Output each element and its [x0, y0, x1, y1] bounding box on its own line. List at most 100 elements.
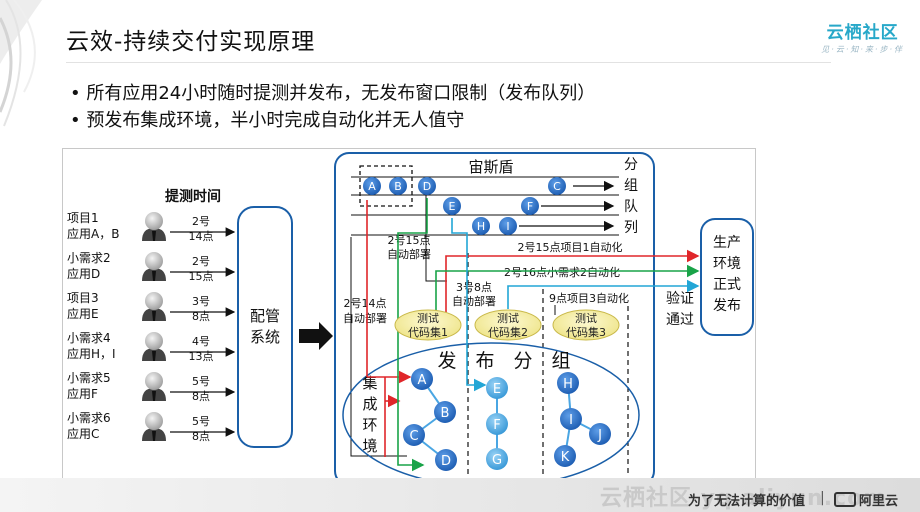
- queue-node: B: [389, 177, 407, 195]
- group-node-label: A: [418, 373, 427, 388]
- submit-time: 8点: [192, 310, 210, 323]
- group-node: J: [589, 423, 611, 445]
- title-divider: [66, 62, 831, 63]
- queue-node-label: B: [394, 180, 402, 193]
- automation-annotation: 2号16点小需求2自动化: [504, 265, 620, 279]
- test-code-set: 测试 代码集3: [552, 309, 620, 341]
- request-row: 小需求6 应用C 5号 8点: [67, 411, 236, 443]
- request-row: 小需求2 应用D 2号 15点: [67, 251, 236, 283]
- submit-time: 15点: [189, 270, 214, 283]
- queue-node: H: [472, 217, 490, 235]
- person-icon: [142, 372, 166, 401]
- queue-label-char: 队: [624, 199, 638, 215]
- group-node: H: [557, 372, 579, 394]
- request-name: 项目3: [67, 291, 99, 305]
- submit-day: 2号: [192, 255, 210, 268]
- group-node: B: [434, 401, 456, 423]
- person-icon: [142, 212, 166, 241]
- bullet-item: 预发布集成环境，半小时完成自动化并无人值守: [70, 107, 595, 134]
- deploy-annotation: 2号14点: [344, 297, 387, 310]
- group-node: I: [560, 408, 582, 430]
- batch-dashed-box: [359, 165, 413, 207]
- bracket-line: [425, 195, 447, 282]
- request-name: 小需求6: [67, 411, 111, 425]
- zeus-label: 宙斯盾: [468, 158, 513, 176]
- queue-node: E: [443, 197, 461, 215]
- group-node-label: D: [441, 454, 451, 469]
- env-label-char: 集: [362, 374, 377, 392]
- config-box-label: 系统: [250, 328, 280, 346]
- green-flow-line: [397, 198, 428, 472]
- code-set-label: 测试: [575, 312, 597, 325]
- submit-day: 5号: [192, 415, 210, 428]
- queue-node-label: A: [368, 180, 376, 193]
- request-name: 小需求4: [67, 331, 111, 345]
- submit-day: 3号: [192, 295, 210, 308]
- automation-annotation: 2号15点项目1自动化: [518, 240, 623, 254]
- code-set-label: 测试: [497, 312, 519, 325]
- automation-annotation: 9点项目3自动化: [549, 291, 629, 305]
- bullet-item: 所有应用24小时随时提测并发布，无发布窗口限制（发布队列）: [70, 80, 595, 107]
- group-node-label: B: [441, 406, 450, 421]
- request-app: 应用A，B: [67, 226, 119, 241]
- queue-node: I: [499, 217, 517, 235]
- queue-label-char: 分: [624, 157, 638, 173]
- deploy-annotation: 自动部署: [387, 247, 431, 261]
- group-node: D: [435, 449, 457, 471]
- decorative-swirl: [0, 0, 42, 127]
- footer-separator: |: [820, 490, 825, 506]
- page-title: 云效-持续交付实现原理: [66, 29, 316, 55]
- test-code-set: 测试 代码集1: [394, 309, 462, 341]
- queue-node: F: [521, 197, 539, 215]
- queue-node-label: H: [477, 220, 485, 233]
- verify-label: 验证: [666, 291, 694, 307]
- queue-label-char: 列: [624, 220, 638, 236]
- group-node: A: [411, 368, 433, 390]
- request-app: 应用D: [67, 266, 100, 281]
- bullet-list: 所有应用24小时随时提测并发布，无发布窗口限制（发布队列） 预发布集成环境，半小…: [70, 80, 595, 134]
- red-flow-line: [445, 249, 700, 337]
- brand: 阿里云: [834, 490, 898, 509]
- env-label-char: 环: [362, 416, 377, 434]
- submit-time: 8点: [192, 430, 210, 443]
- production-box: [700, 218, 754, 336]
- group-node-label: K: [561, 450, 570, 465]
- code-set-label: 测试: [417, 312, 439, 325]
- person-icon: [142, 292, 166, 321]
- group-node-label: E: [493, 382, 501, 397]
- production-label: 环境: [713, 256, 741, 272]
- submit-time: 14点: [189, 230, 214, 243]
- bracket-line: [350, 237, 407, 457]
- pipeline-diagram: 提测时间 项目1 应用A，B 2号 14点 小需求2 应用D: [67, 152, 754, 488]
- footer-slogan: 为了无法计算的价值: [688, 494, 806, 509]
- config-system-box: [237, 206, 293, 448]
- cyan-flow-line: [451, 218, 487, 392]
- logo: 云栖社区 见·云·知·来·步·伴: [821, 18, 904, 55]
- person-icon: [142, 332, 166, 361]
- submit-time: 8点: [192, 390, 210, 403]
- deploy-annotation: 3号8点: [456, 281, 492, 294]
- request-app: 应用F: [67, 386, 98, 401]
- cyan-flow-line: [507, 279, 700, 309]
- test-code-set: 测试 代码集2: [474, 309, 542, 341]
- queue-node-label: C: [553, 180, 561, 193]
- logo-text: 云栖社区: [826, 23, 899, 43]
- person-icon: [142, 252, 166, 281]
- submit-time-header: 提测时间: [165, 188, 221, 205]
- request-name: 小需求2: [67, 251, 111, 265]
- env-label-char: 境: [362, 437, 377, 455]
- group-node: C: [403, 424, 425, 446]
- code-set-label: 代码集2: [488, 325, 528, 339]
- release-groups-title: 发 布 分 组: [437, 350, 570, 372]
- deploy-annotation: 2号15点: [388, 234, 431, 247]
- aliyun-logo-icon: [834, 492, 856, 507]
- queue-node-label: F: [527, 200, 533, 213]
- code-set-label: 代码集1: [408, 325, 448, 339]
- group-node: F: [486, 413, 508, 435]
- queue-node-label: E: [449, 200, 456, 213]
- production-label: 生产: [713, 235, 741, 251]
- request-row: 项目1 应用A，B 2号 14点: [67, 211, 236, 243]
- request-name: 小需求5: [67, 371, 111, 385]
- request-row: 项目3 应用E 3号 8点: [67, 291, 236, 323]
- submit-time: 13点: [189, 350, 214, 363]
